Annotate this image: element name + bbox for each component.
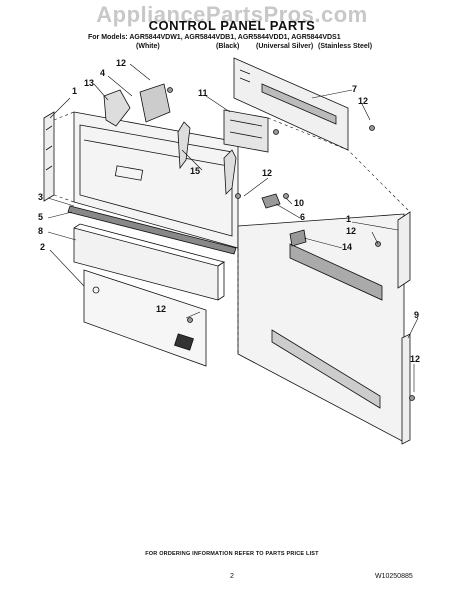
- variant-black: (Black): [216, 43, 240, 50]
- ordering-footer: FOR ORDERING INFORMATION REFER TO PARTS …: [145, 551, 319, 557]
- right-endcap: [397, 211, 411, 289]
- trim-5: [67, 205, 237, 255]
- callout-2: 2: [40, 242, 45, 252]
- callout-9: 9: [414, 310, 419, 320]
- left-endcap: [43, 111, 55, 202]
- variant-white: (White): [136, 43, 160, 50]
- right-edge-9: [401, 333, 411, 445]
- callout-3: 3: [38, 192, 43, 202]
- channel-8: [73, 223, 225, 301]
- callout-1-right: 1: [346, 214, 351, 224]
- leader-lines: [47, 63, 419, 392]
- bracket-15-b: [223, 149, 237, 195]
- callout-7: 7: [352, 84, 357, 94]
- plate-4: [139, 83, 171, 123]
- variant-universal-silver: (Universal Silver): [256, 43, 314, 50]
- callout-12-rear: 12: [358, 96, 368, 106]
- models-line: For Models: AGR5844VDW1, AGR5844VDB1, AG…: [88, 34, 341, 41]
- callout-1: 1: [72, 86, 77, 96]
- callout-8: 8: [38, 226, 43, 236]
- side-panel: [237, 213, 405, 443]
- callout-12-right: 12: [346, 226, 356, 236]
- variant-stainless-steel: (Stainless Steel): [318, 43, 373, 50]
- bracket-13: [103, 89, 131, 127]
- page-title: CONTROL PANEL PARTS: [148, 18, 316, 33]
- callout-12-edge: 12: [410, 354, 420, 364]
- clip-14: [289, 229, 307, 247]
- callout-12-mid: 12: [262, 168, 272, 178]
- screws: [167, 87, 415, 401]
- callout-12-top: 12: [116, 58, 126, 68]
- watermark: AppliancePartsPros.com: [96, 2, 368, 27]
- callout-12-lower: 12: [156, 304, 166, 314]
- callout-10: 10: [294, 198, 304, 208]
- callout-13: 13: [84, 78, 94, 88]
- callout-5: 5: [38, 212, 43, 222]
- electronic-control: [223, 109, 269, 153]
- callout-15: 15: [190, 166, 200, 176]
- document-id: W10250885: [375, 573, 413, 580]
- lower-cover: [83, 269, 207, 367]
- callout-6: 6: [300, 212, 305, 222]
- callout-14: 14: [342, 242, 352, 252]
- assembly-lines: [53, 111, 411, 354]
- callout-4: 4: [100, 68, 105, 78]
- bracket-15-a: [177, 121, 191, 170]
- callout-11: 11: [198, 88, 208, 98]
- clip-6: [261, 193, 281, 209]
- page-number: 2: [230, 573, 234, 580]
